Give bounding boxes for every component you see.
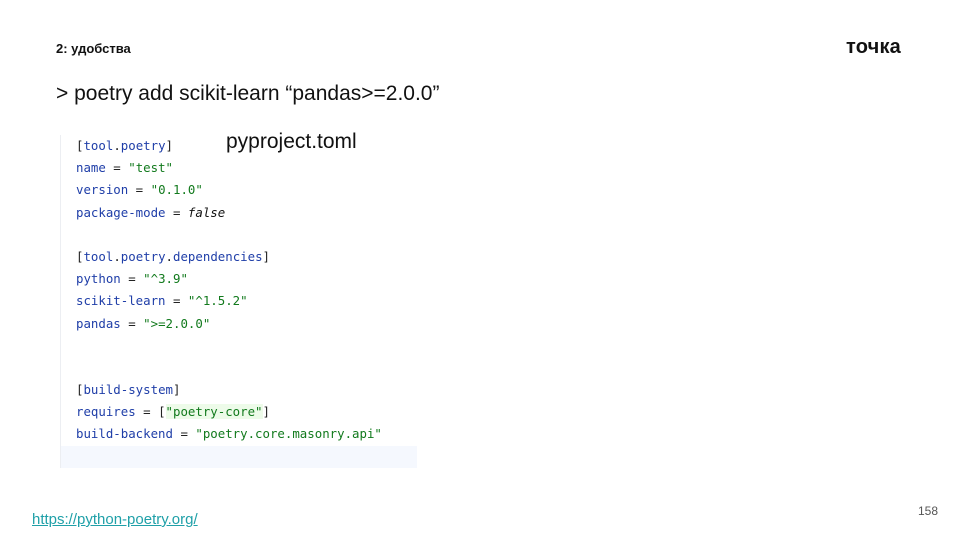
code-token: ">=2.0.0" — [143, 315, 211, 331]
code-line: name = "test" — [61, 157, 417, 179]
code-token: [ — [76, 248, 84, 264]
code-line: package-mode = false — [61, 202, 417, 224]
code-token: ] — [173, 382, 181, 398]
code-token: = — [120, 315, 144, 331]
code-line — [61, 357, 417, 379]
filename-label: pyproject.toml — [226, 130, 357, 153]
code-line: [tool.poetry] — [61, 135, 417, 157]
code-token: version — [76, 182, 129, 198]
code-token: ] — [165, 138, 174, 153]
code-token: dependencies — [173, 248, 263, 264]
code-line: python = "^3.9" — [61, 268, 417, 290]
code-token: = — [165, 293, 188, 309]
code-token: "poetry.core.masonry.api" — [195, 426, 382, 442]
code-token: tool — [83, 248, 114, 264]
code-token: name — [76, 160, 106, 176]
code-line: build-backend = "poetry.core.masonry.api… — [61, 423, 417, 445]
code-line: pandas = ">=2.0.0" — [61, 313, 417, 335]
code-token: build-backend — [76, 426, 173, 442]
code-token: package-mode — [76, 204, 166, 220]
code-token: build-system — [83, 382, 173, 398]
code-token: = — [105, 160, 129, 176]
code-line — [61, 224, 417, 246]
code-token: ] — [262, 404, 270, 420]
code-token: ] — [262, 248, 271, 264]
code-line: [build-system] — [61, 379, 417, 401]
code-line — [61, 445, 417, 468]
code-line — [61, 335, 417, 357]
brand-logo: точка — [846, 36, 901, 58]
code-line: requires = ["poetry-core"] — [61, 401, 417, 423]
code-token: "poetry-core" — [165, 404, 263, 420]
poetry-docs-link[interactable]: https://python-poetry.org/ — [32, 511, 198, 528]
code-token: "test" — [128, 160, 173, 176]
code-block: [tool.poetry]name = "test"version = "0.1… — [60, 135, 417, 468]
code-token: = — [165, 204, 188, 220]
code-token: python — [76, 271, 121, 287]
code-token: tool — [83, 138, 114, 153]
code-token: poetry — [120, 248, 166, 264]
section-title: 2: удобства — [56, 41, 131, 56]
code-token: . — [165, 248, 174, 264]
code-line: version = "0.1.0" — [61, 179, 417, 201]
page-number: 158 — [917, 504, 938, 518]
code-token: poetry — [120, 138, 166, 153]
code-token: . — [113, 248, 121, 264]
code-token: pandas — [76, 315, 121, 331]
code-token: scikit-learn — [76, 293, 166, 309]
code-token: = — [128, 182, 151, 198]
code-token: "^1.5.2" — [187, 293, 248, 309]
code-token: = — [172, 426, 196, 442]
code-token: "0.1.0" — [150, 182, 203, 198]
code-token: . — [113, 138, 121, 153]
code-token: = [ — [135, 404, 166, 420]
command-text: > poetry add scikit-learn “pandas>=2.0.0… — [56, 82, 440, 105]
code-token: = — [120, 271, 144, 287]
code-token: [ — [76, 138, 84, 153]
code-token: false — [187, 204, 226, 220]
code-line: [tool.poetry.dependencies] — [61, 246, 417, 268]
code-line: scikit-learn = "^1.5.2" — [61, 290, 417, 312]
code-token: "^3.9" — [143, 271, 188, 287]
code-token: requires — [76, 404, 136, 420]
code-token: [ — [76, 382, 84, 398]
